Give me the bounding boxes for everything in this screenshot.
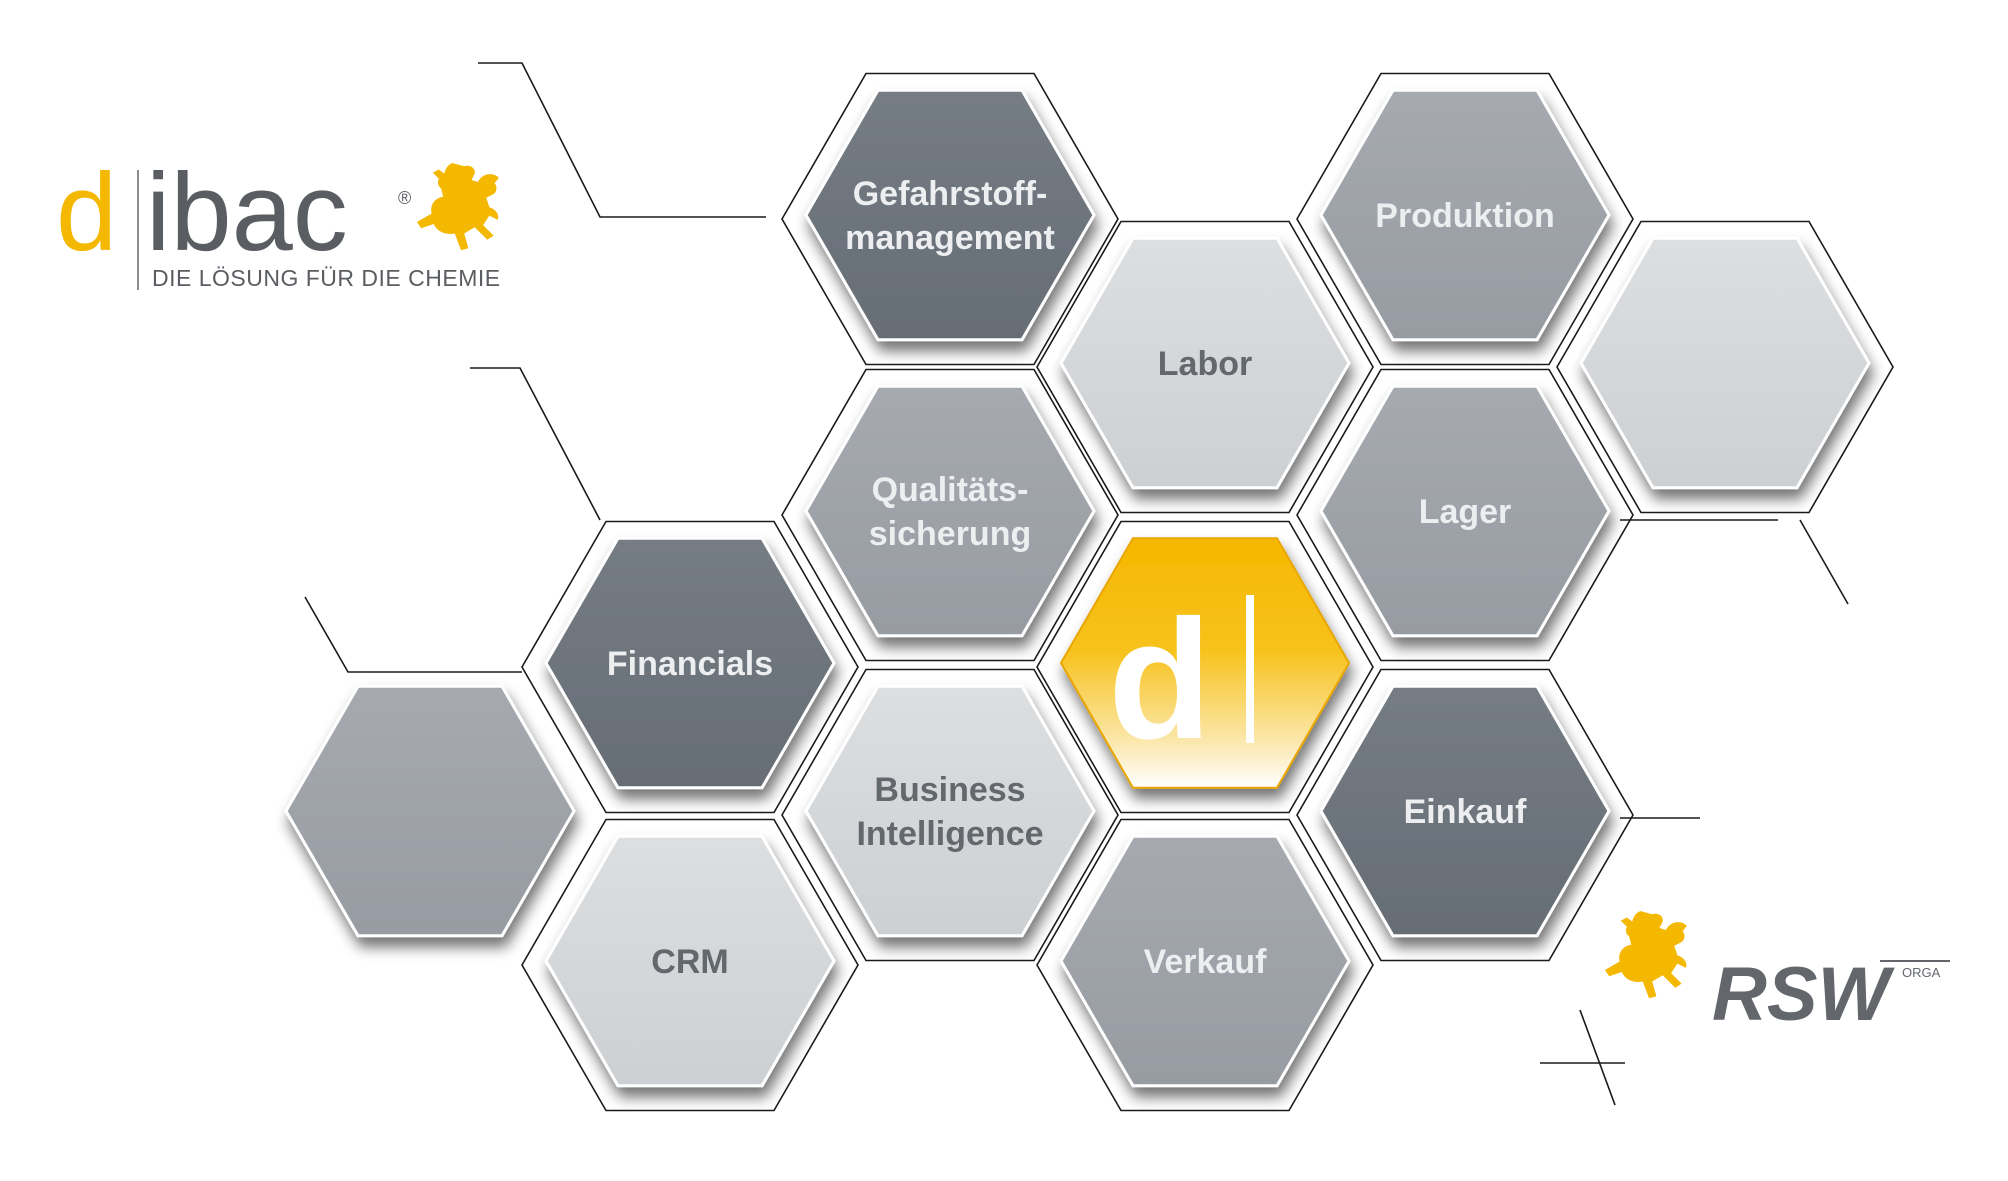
- module-label: sicherung: [869, 515, 1031, 553]
- module-hexagon-shape: [544, 536, 836, 790]
- module-empty-right: [1579, 236, 1871, 490]
- module-verkauf: Verkauf: [1059, 834, 1351, 1088]
- outline-hexagon-crm: [521, 818, 859, 1112]
- horse-rider-icon: [416, 163, 499, 251]
- module-label: Einkauf: [1404, 793, 1527, 831]
- outline-lattice: [304, 62, 1894, 1112]
- connector-line: [470, 367, 601, 521]
- rsw-orga: ORGA: [1902, 965, 1941, 980]
- module-lager: Lager: [1319, 384, 1611, 638]
- module-label: Gefahrstoff-: [853, 175, 1048, 213]
- outline-hexagon-qualitaet: [781, 368, 1119, 662]
- outline-hexagon-labor: [1036, 220, 1374, 514]
- horse-rider-icon: [1604, 911, 1687, 999]
- dibac-letter-d: d: [56, 151, 117, 274]
- module-produktion: Produktion: [1319, 88, 1611, 342]
- center-dibac-hexagon: d: [1059, 537, 1351, 789]
- connector-line: [1799, 519, 1849, 605]
- module-hexagon-shape: [804, 384, 1096, 638]
- module-hexagon-shape: [1319, 684, 1611, 938]
- module-hexagon-shape: [284, 684, 576, 938]
- module-label: management: [845, 219, 1055, 257]
- module-hexagon-shape: [1319, 384, 1611, 638]
- dibac-tagline: DIE LÖSUNG FÜR DIE CHEMIE: [152, 265, 501, 291]
- connector-line: [304, 596, 522, 673]
- dibac-word: ibac: [146, 151, 348, 274]
- connector-line: [478, 62, 766, 218]
- module-label: Financials: [607, 645, 773, 683]
- module-label: Labor: [1158, 345, 1252, 383]
- dibac-registered: ®: [398, 188, 411, 208]
- module-label: Business: [874, 771, 1025, 809]
- outline-hexagon-center: [1036, 520, 1374, 814]
- module-qualitaet: Qualitäts-sicherung: [804, 384, 1096, 638]
- module-hexagon-shape: [1579, 236, 1871, 490]
- center-hexagon-shape: [1059, 537, 1351, 789]
- outline-hexagon-verkauf: [1036, 818, 1374, 1112]
- module-label: Intelligence: [856, 815, 1043, 853]
- module-labor: Labor: [1059, 236, 1351, 490]
- outline-hexagon-einkauf: [1296, 668, 1634, 962]
- module-hexagon-shape: [1319, 88, 1611, 342]
- center-d-bar: [1246, 595, 1254, 743]
- module-hexagon-shape: [1059, 834, 1351, 1088]
- module-label: CRM: [651, 943, 728, 981]
- module-label: Lager: [1419, 493, 1512, 531]
- center-d-letter: d: [1108, 585, 1212, 775]
- module-crm: CRM: [544, 834, 836, 1088]
- module-einkauf: Einkauf: [1319, 684, 1611, 938]
- rsw-word: RSW: [1712, 952, 1896, 1037]
- outline-hexagon-gefahrstoff: [781, 72, 1119, 366]
- dibac-logo: d ibac ® DIE LÖSUNG FÜR DIE CHEMIE: [56, 151, 501, 291]
- module-hexagon-shape: [1059, 236, 1351, 490]
- module-label: Qualitäts-: [872, 471, 1029, 509]
- module-empty-left: [284, 684, 576, 938]
- connector-line: [1579, 1009, 1616, 1106]
- module-hexagon-shape: [804, 88, 1096, 342]
- outline-hexagon-financials: [521, 520, 859, 814]
- module-hexagon-shape: [544, 834, 836, 1088]
- rsw-orga-logo: RSW ORGA: [1604, 911, 1950, 1037]
- module-hexagon-shape: [804, 684, 1096, 938]
- outline-hexagon-empty-right: [1556, 220, 1894, 514]
- outline-hexagon-business-intelligence: [781, 668, 1119, 962]
- module-label: Verkauf: [1144, 943, 1268, 981]
- outline-hexagon-produktion: [1296, 72, 1634, 366]
- module-gefahrstoff: Gefahrstoff-management: [804, 88, 1096, 342]
- module-hexagons: Gefahrstoff-management ProduktionLaborQua…: [284, 88, 1871, 1088]
- module-financials: Financials: [544, 536, 836, 790]
- outline-hexagon-lager: [1296, 368, 1634, 662]
- module-label: Produktion: [1375, 197, 1554, 235]
